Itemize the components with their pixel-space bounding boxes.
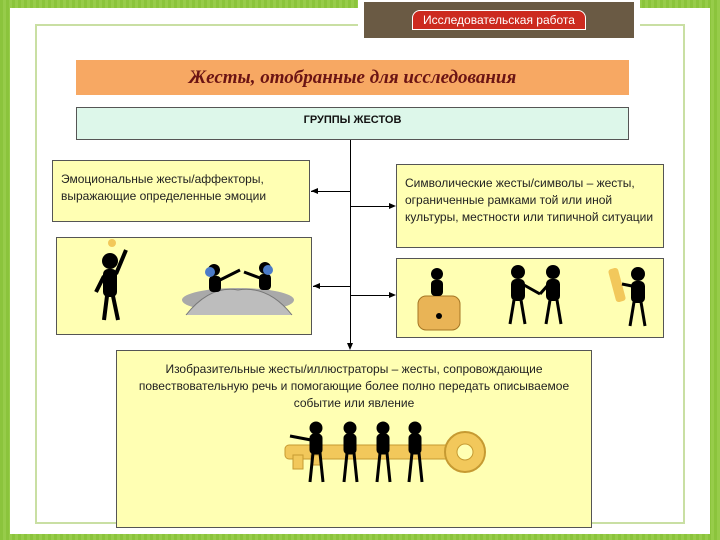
header-tab-label: Исследовательская работа <box>412 10 586 30</box>
symbolic-gestures-text: Символические жесты/символы – жесты, огр… <box>405 176 654 224</box>
stick-figure-raised-arm-icon <box>94 239 128 321</box>
arrowhead-left <box>311 188 318 194</box>
figure-on-treasure-box-icon <box>417 268 461 331</box>
two-figures-handshake-icon <box>508 265 563 325</box>
two-figures-on-rock-icon <box>182 262 294 316</box>
connector-vertical <box>350 140 351 345</box>
header-tab: Исследовательская работа <box>358 0 640 40</box>
figures-carrying-key-icon <box>284 421 486 483</box>
groups-title-box: ГРУППЫ ЖЕСТОВ <box>76 107 629 140</box>
arrowhead-left-pic <box>313 283 320 289</box>
connector-to-right <box>350 206 390 207</box>
figure-with-key-icon <box>608 267 647 327</box>
arrowhead-right <box>389 203 396 209</box>
arrowhead-down <box>347 343 353 350</box>
slide-title: Жесты, отобранные для исследования <box>76 60 629 95</box>
connector-to-right-pic <box>350 295 390 296</box>
connector-to-left <box>311 191 351 192</box>
symbolic-gestures-box: Символические жесты/символы – жесты, огр… <box>396 164 664 248</box>
emotional-gestures-text: Эмоциональные жесты/аффекторы, выражающи… <box>61 172 267 203</box>
connector-to-left-pic <box>313 286 351 287</box>
arrowhead-right-pic <box>389 292 396 298</box>
header-tab-inner: Исследовательская работа <box>364 2 634 38</box>
illustrative-gestures-text: Изобразительные жесты/иллюстраторы – жес… <box>138 362 570 410</box>
emotional-gestures-box: Эмоциональные жесты/аффекторы, выражающи… <box>52 160 310 222</box>
